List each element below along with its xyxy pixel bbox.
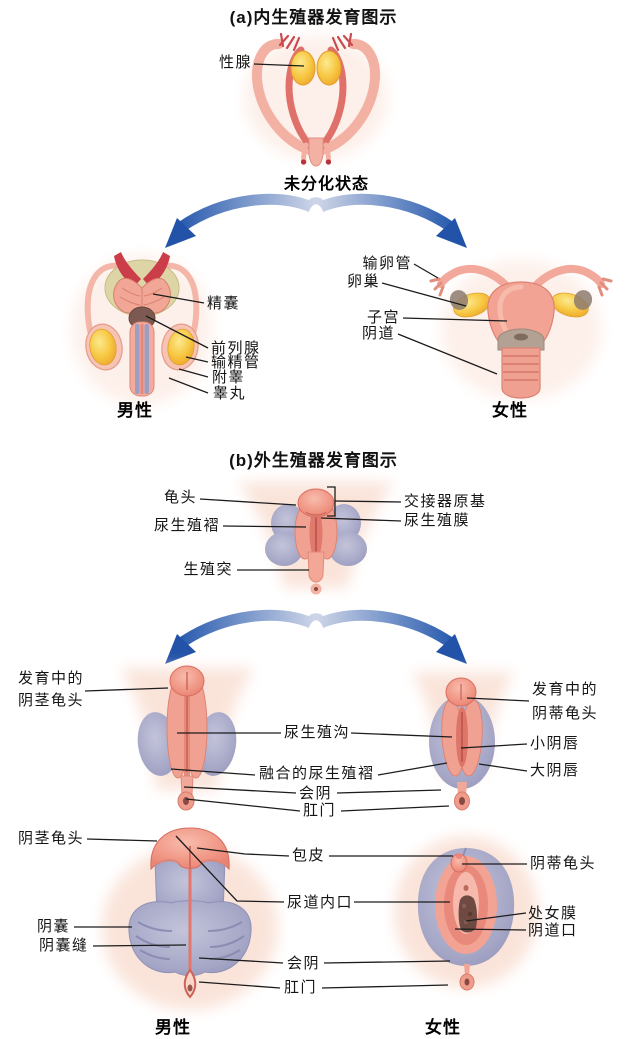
section-a-title: (a)内生殖器发育图示 [229,8,398,27]
label-prostate: 前列腺 [211,341,261,357]
figure-undifferentiated-internal [244,32,388,167]
label-urogenital-groove: 尿生殖沟 [284,725,351,741]
figure-male-internal [72,252,212,405]
label-perineum-mature: 会阴 [287,956,321,972]
label-fallopian-tube: 输卵管 [362,256,412,272]
caption-female-internal: 女性 [492,401,528,420]
figure-mature-female-external [394,836,538,991]
label-scrotum: 阴囊 [37,919,71,935]
caption-male-external: 男性 [155,1018,191,1037]
label-gonad: 性腺 [218,55,252,71]
leader-lines [74,63,530,989]
label-testis: 睾丸 [213,386,247,402]
label-copulatory-organ-primordium: 交接器原基 [404,494,487,510]
label-penile-glans: 阴茎龟头 [18,831,85,847]
label-developing-penile-glans-line1: 发育中的 [18,671,85,687]
label-clitoral-glans: 阴蒂龟头 [530,856,597,872]
label-undifferentiated-state: 未分化状态 [284,176,370,193]
label-vas-deferens: 输精管 [211,355,261,371]
label-ovary: 卵巢 [346,274,380,290]
figure-undifferentiated-external [238,482,394,595]
label-developing-penile-glans-line2: 阴茎龟头 [18,693,85,709]
label-labia-minora: 小阴唇 [530,736,580,752]
figure-developing-male-external [120,665,254,811]
label-perineum-developing: 会阴 [299,786,333,802]
label-uterus: 子宫 [366,310,400,326]
label-urogenital-membrane: 尿生殖膜 [404,513,471,529]
label-glans: 龟头 [163,490,197,506]
branch-arrow-b [165,615,467,664]
label-developing-clitoral-glans-line2: 阴蒂龟头 [532,706,599,722]
figure-female-internal [429,260,613,400]
label-anus-mature: 肛门 [284,980,318,996]
label-hymen: 处女膜 [528,906,578,922]
label-genital-tubercle: 生殖突 [183,562,233,578]
label-developing-clitoral-glans-line1: 发育中的 [532,682,599,698]
section-b-title: (b)外生殖器发育图示 [229,451,398,470]
label-scrotal-raphe: 阴囊缝 [39,938,89,954]
label-anus-developing: 肛门 [303,803,337,819]
caption-male-internal: 男性 [117,401,153,420]
figure-mature-male-external [102,827,278,1010]
label-labia-majora: 大阴唇 [530,763,580,779]
label-urogenital-fold: 尿生殖褶 [153,518,220,534]
label-seminal-vesicle: 精囊 [207,296,241,312]
label-urethral-opening: 尿道内口 [287,895,354,911]
caption-female-external: 女性 [425,1018,461,1037]
label-fused-urogenital-folds: 融合的尿生殖褶 [259,766,375,782]
label-vaginal-opening: 阴道口 [528,923,578,939]
label-vagina: 阴道 [361,326,395,342]
label-epididymis: 附睾 [212,370,246,386]
figure-developing-female-external [412,672,514,811]
label-foreskin: 包皮 [292,848,326,864]
branch-arrow-a [165,199,467,248]
